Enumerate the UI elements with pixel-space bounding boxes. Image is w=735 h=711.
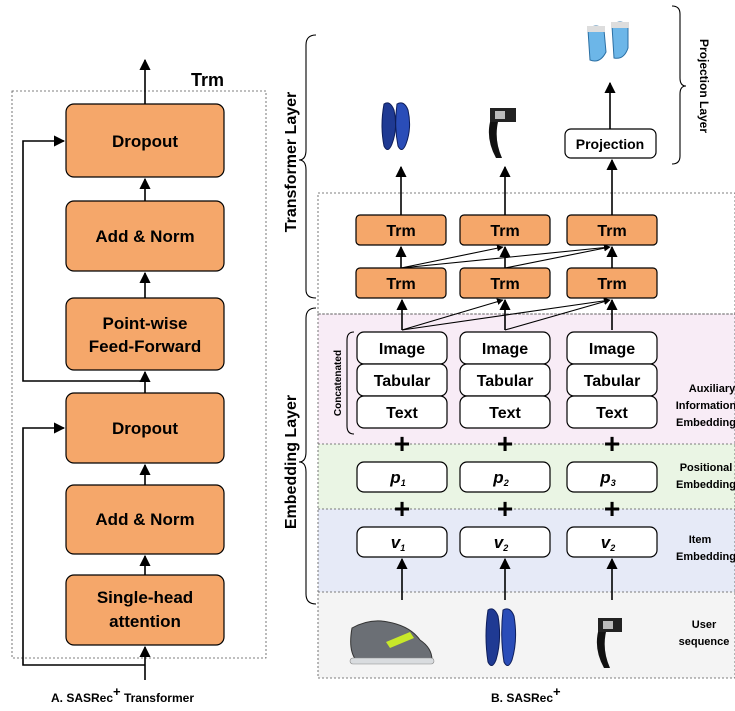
add-norm-bottom-label: Add & Norm xyxy=(95,510,194,529)
plus-pos-2: + xyxy=(497,493,513,524)
aux-label-2: Information xyxy=(676,400,735,412)
user-label-2: sequence xyxy=(679,636,730,648)
column-3: Image Tabular Text + p3 + v2 xyxy=(566,298,658,600)
add-norm-top-label: Add & Norm xyxy=(95,227,194,246)
positional-box-2 xyxy=(459,461,551,493)
dropout-bottom-label: Dropout xyxy=(112,419,178,438)
image-label-3: Image xyxy=(589,341,635,358)
item-label-2: v2 xyxy=(494,533,508,553)
cross-trm-1-2 xyxy=(400,244,504,269)
positional-label-1: p1 xyxy=(389,468,405,488)
trm-upper-1-label: Trm xyxy=(386,223,415,240)
trm-label: Trm xyxy=(191,70,224,90)
aux-label-1: Auxiliary xyxy=(689,383,735,395)
cross-trm-2-3 xyxy=(504,244,611,269)
item-box-2 xyxy=(459,526,551,558)
text-label-3: Text xyxy=(596,405,628,422)
plus-aux-3: + xyxy=(604,428,620,459)
pos-label-1: Positional xyxy=(680,462,733,474)
text-box-3 xyxy=(566,395,658,429)
belt-output-icon xyxy=(488,108,516,158)
projection-layer-label: Projection Layer xyxy=(697,39,711,133)
insole-output-icon xyxy=(381,102,411,150)
item-box-3 xyxy=(566,526,658,558)
item-box-1 xyxy=(356,526,448,558)
tabular-label-2: Tabular xyxy=(477,373,534,390)
item-label-3: v2 xyxy=(601,533,615,553)
transformer-layer-label: Transformer Layer xyxy=(283,92,300,233)
user-label-1: User xyxy=(692,619,717,631)
attention-label-1: Single-head xyxy=(97,588,193,607)
panel-b-caption: B. SASRec+ xyxy=(491,684,561,705)
text-box-2 xyxy=(459,395,551,429)
trm-lower-2-label: Trm xyxy=(490,276,519,293)
column-2: Image Tabular Text + p2 + v2 xyxy=(459,298,551,600)
transformer-brace xyxy=(298,34,317,299)
heel-sleeve-output-icon xyxy=(587,21,629,62)
trm-dashed-border xyxy=(11,90,267,659)
text-label-2: Text xyxy=(489,405,521,422)
feed-forward-label-2: Feed-Forward xyxy=(89,337,201,356)
belt-input-icon xyxy=(596,618,622,668)
text-box-1 xyxy=(356,395,448,429)
item-label-1: v1 xyxy=(391,533,405,553)
trm-upper-2-label: Trm xyxy=(490,223,519,240)
feed-forward-label-1: Point-wise xyxy=(102,314,187,333)
dropout-top-label: Dropout xyxy=(112,132,178,151)
residual-upper xyxy=(22,135,145,382)
concatenated-brace xyxy=(346,331,355,435)
embedding-dashed-region xyxy=(317,313,735,679)
plus-aux-2: + xyxy=(497,428,513,459)
text-label-1: Text xyxy=(386,405,418,422)
panel-a-caption: A. SASRec+ Transformer xyxy=(51,684,194,705)
plus-pos-3: + xyxy=(604,493,620,524)
projection-label: Projection xyxy=(576,136,644,152)
embedding-brace xyxy=(298,307,317,605)
sneaker-input-icon xyxy=(349,620,435,665)
image-label-2: Image xyxy=(482,341,528,358)
attention-block xyxy=(65,574,225,646)
transformer-dashed-region xyxy=(317,192,735,315)
plus-aux-1: + xyxy=(394,428,410,459)
trm-lower-3-label: Trm xyxy=(597,276,626,293)
tabular-label-3: Tabular xyxy=(584,373,641,390)
image-label-1: Image xyxy=(379,341,425,358)
positional-box-1 xyxy=(356,461,448,493)
projection-brace xyxy=(671,5,687,165)
insole-input-icon xyxy=(485,608,517,666)
panel-b-sasrec: Transformer Layer Embedding Layer Projec… xyxy=(283,5,735,705)
feed-forward-block xyxy=(65,297,225,371)
positional-label-3: p3 xyxy=(599,468,615,488)
plus-pos-1: + xyxy=(394,493,410,524)
item-label-side-1: Item xyxy=(689,534,712,546)
item-label-side-2: Embedding xyxy=(676,551,735,563)
concatenated-label: Concatenated xyxy=(333,350,344,416)
positional-label-2: p2 xyxy=(492,468,508,488)
cross-aux-2-3 xyxy=(504,298,611,331)
trm-upper-3-label: Trm xyxy=(597,223,626,240)
dropout-top-block xyxy=(65,103,225,178)
residual-lower xyxy=(22,422,145,666)
cross-aux-1-3 xyxy=(401,297,611,331)
cross-aux-1-2 xyxy=(401,298,504,331)
column-1: Image Tabular Text + p1 + v1 xyxy=(356,298,448,600)
pos-label-2: Embedding xyxy=(676,479,735,491)
aux-label-3: Embedding xyxy=(676,417,735,429)
embedding-layer-label: Embedding Layer xyxy=(283,395,300,529)
tabular-label-1: Tabular xyxy=(374,373,431,390)
cross-trm-1-3 xyxy=(400,244,611,269)
panel-a-transformer: Trm Dropout Add & Norm Point-wise Feed-F… xyxy=(11,58,267,705)
trm-lower-1-label: Trm xyxy=(386,276,415,293)
attention-label-2: attention xyxy=(109,612,181,631)
positional-box-3 xyxy=(566,461,658,493)
